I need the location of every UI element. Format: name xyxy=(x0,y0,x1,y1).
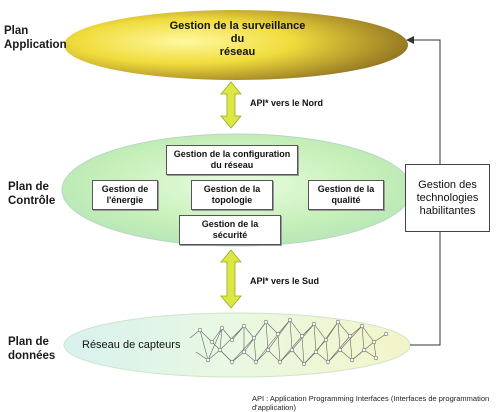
enabling-technologies-box: Gestion des technologies habilitantes xyxy=(405,164,490,232)
quality-box: Gestion de la qualité xyxy=(308,180,384,210)
south-api-arrow xyxy=(220,249,242,309)
topology-box: Gestion de la topologie xyxy=(191,180,273,210)
config-box: Gestion de la configuration du réseau xyxy=(166,145,298,175)
security-box: Gestion de la sécurité xyxy=(179,215,281,245)
side-arrowhead xyxy=(406,36,414,44)
api-north-label: API* vers le Nord xyxy=(250,98,324,108)
plane-label-control: Plan de Contrôle xyxy=(8,181,56,207)
energy-box: Gestion de l'énergie xyxy=(92,180,158,210)
plane-label-application: Plan Application xyxy=(4,25,67,51)
api-south-label: API* vers le Sud xyxy=(250,276,320,286)
sensor-network-title: Réseau de capteurs xyxy=(82,339,181,351)
sensor-network-graph xyxy=(189,317,389,367)
side-connector xyxy=(410,39,441,346)
plane-label-data: Plan de données xyxy=(8,336,56,362)
application-plane-ellipse xyxy=(64,10,408,80)
north-api-arrow xyxy=(220,81,242,129)
application-title: Gestion de la surveillance du réseau xyxy=(169,20,306,58)
footer-note: API : Application Programming Interfaces… xyxy=(252,394,490,412)
